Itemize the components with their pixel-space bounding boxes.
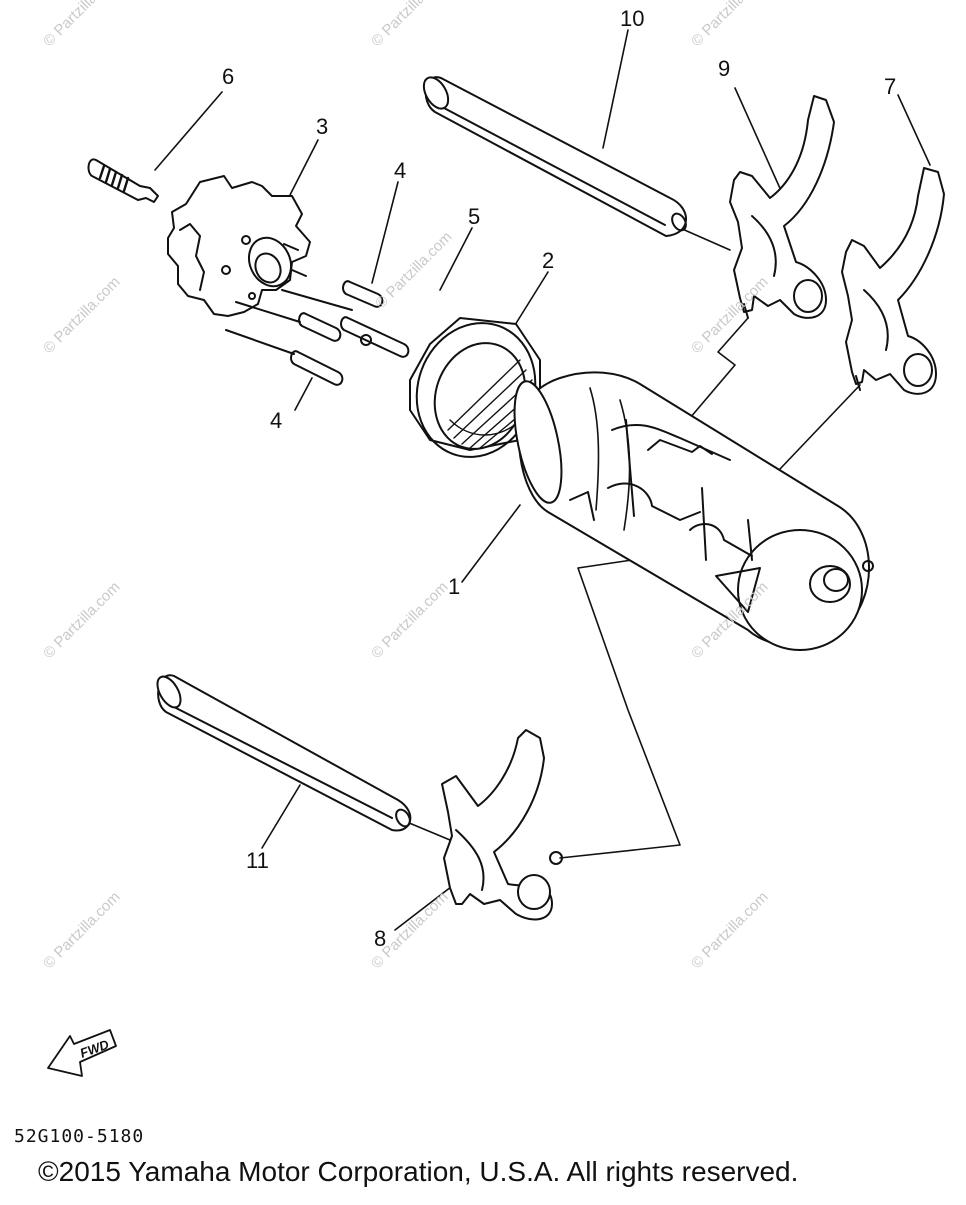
callout-2: 2 (542, 248, 555, 273)
callout-9: 9 (718, 56, 731, 81)
copyright-notice: ©2015 Yamaha Motor Corporation, U.S.A. A… (38, 1156, 799, 1187)
shift-fork-8 (441, 729, 563, 921)
shift-fork-shaft-lower (156, 674, 412, 832)
pins (225, 280, 384, 386)
shift-fork-9 (729, 95, 835, 319)
forward-direction-arrow: FWD (47, 1029, 117, 1077)
callout-3: 3 (316, 114, 329, 139)
callout-5: 5 (468, 204, 481, 229)
callout-11: 11 (246, 848, 269, 873)
callout-10: 10 (620, 6, 645, 31)
callout-4-lower: 4 (270, 408, 283, 433)
callout-8: 8 (374, 926, 387, 951)
callout-4-upper: 4 (394, 158, 407, 183)
shift-drum-segment (167, 175, 311, 317)
needle-bearing (409, 317, 541, 458)
screw (87, 158, 159, 203)
callout-1: 1 (448, 574, 461, 599)
shift-fork-shaft-upper (422, 76, 687, 237)
callout-7: 7 (884, 74, 897, 99)
diagram-part-code: 52G100-5180 (14, 1126, 145, 1147)
shift-drum (513, 371, 874, 651)
callout-6: 6 (222, 64, 235, 89)
shift-fork-7 (841, 167, 945, 395)
dowel-pin (340, 316, 410, 358)
